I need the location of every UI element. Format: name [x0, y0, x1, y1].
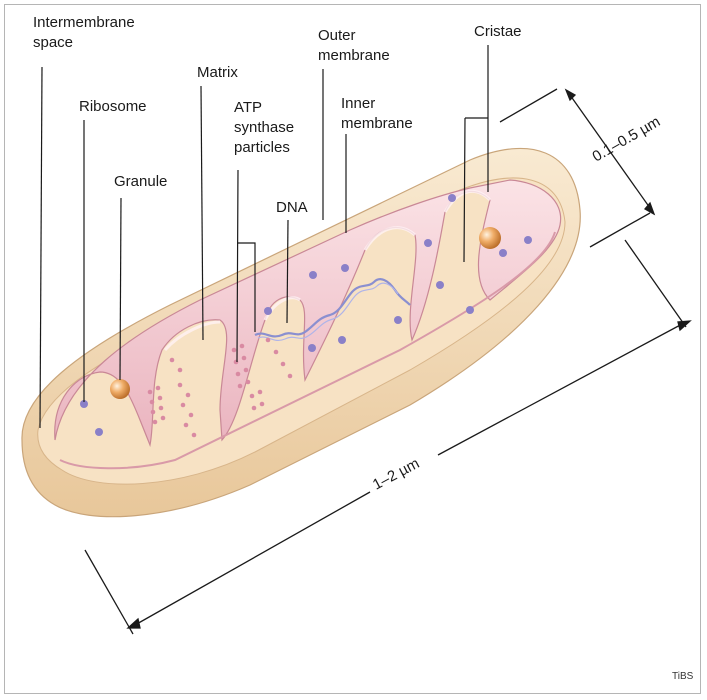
label-ribosome: Ribosome — [79, 97, 147, 117]
label-atp-synthase-particles: ATP synthase particles — [234, 98, 294, 158]
label-granule: Granule — [114, 172, 167, 192]
figure-credit: TiBS — [672, 671, 693, 682]
granule-right — [479, 227, 501, 249]
length-dimension-label: 1–2 µm — [370, 455, 422, 494]
granule-left — [110, 379, 130, 399]
label-intermembrane-space: Intermembrane space — [33, 13, 135, 53]
label-matrix: Matrix — [197, 63, 238, 83]
label-outer-membrane: Outer membrane — [318, 26, 390, 66]
label-dna: DNA — [276, 198, 308, 218]
label-cristae: Cristae — [474, 22, 522, 42]
label-inner-membrane: Inner membrane — [341, 94, 413, 134]
